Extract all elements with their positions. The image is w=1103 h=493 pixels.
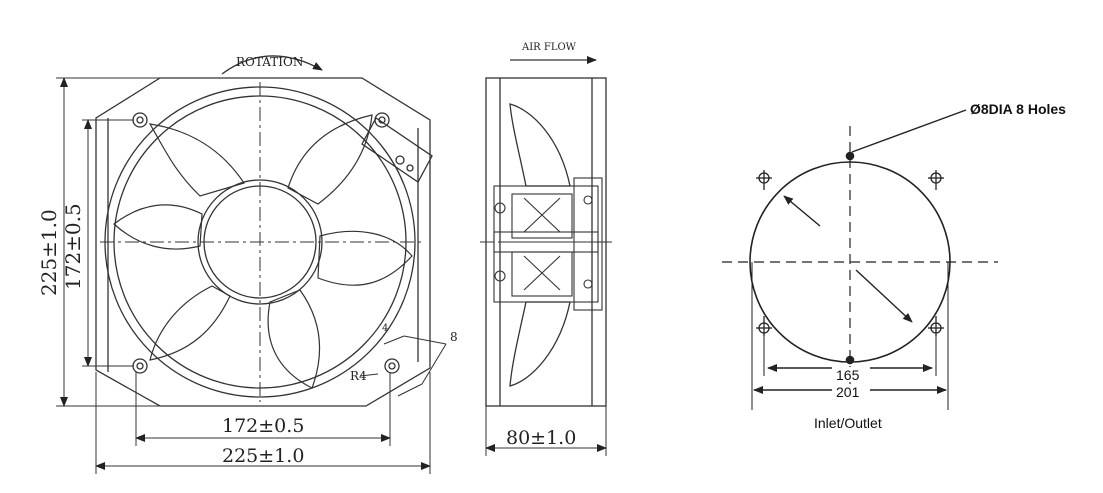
- slot-width-label: 4: [382, 323, 388, 334]
- side-view: [480, 77, 612, 407]
- dim-inner-label: 165: [836, 367, 860, 383]
- dim-height-inner: [82, 119, 134, 367]
- motor-assembly: [493, 177, 606, 311]
- airflow-label: AIR FLOW: [521, 42, 577, 53]
- hole-pattern-view: [722, 109, 998, 410]
- airflow-indicator: AIR FLOW: [510, 42, 597, 64]
- rotation-label: ROTATION: [236, 55, 303, 69]
- width-outer-label: 225±1.0: [222, 445, 304, 467]
- hole-pattern-caption: Inlet/Outlet: [814, 415, 882, 431]
- fan-housing-outline: [95, 77, 431, 407]
- corner-radius-label: R4: [350, 369, 367, 383]
- dim-width-outer: [95, 372, 431, 474]
- front-view: [95, 77, 433, 407]
- dim-depth: [485, 406, 607, 456]
- hole-note: Ø8DIA 8 Holes: [970, 101, 1066, 117]
- fan-blades: [113, 114, 413, 389]
- depth-label: 80±1.0: [506, 427, 576, 449]
- height-inner-label: 172±0.5: [61, 203, 85, 290]
- dim-width-inner: [135, 372, 391, 446]
- width-inner-label: 172±0.5: [222, 415, 304, 437]
- slot-length-label: 8: [450, 330, 458, 344]
- dim-height-outer: [56, 77, 160, 407]
- terminal-box: [361, 117, 433, 183]
- mounting-holes: [756, 170, 944, 336]
- mounting-holes-front: [132, 112, 400, 374]
- rotation-indicator: ROTATION: [221, 55, 323, 75]
- dim-outer-label: 201: [836, 384, 860, 400]
- slot-detail: [359, 335, 447, 397]
- fan-hub: [197, 179, 323, 305]
- height-outer-label: 225±1.0: [37, 209, 61, 296]
